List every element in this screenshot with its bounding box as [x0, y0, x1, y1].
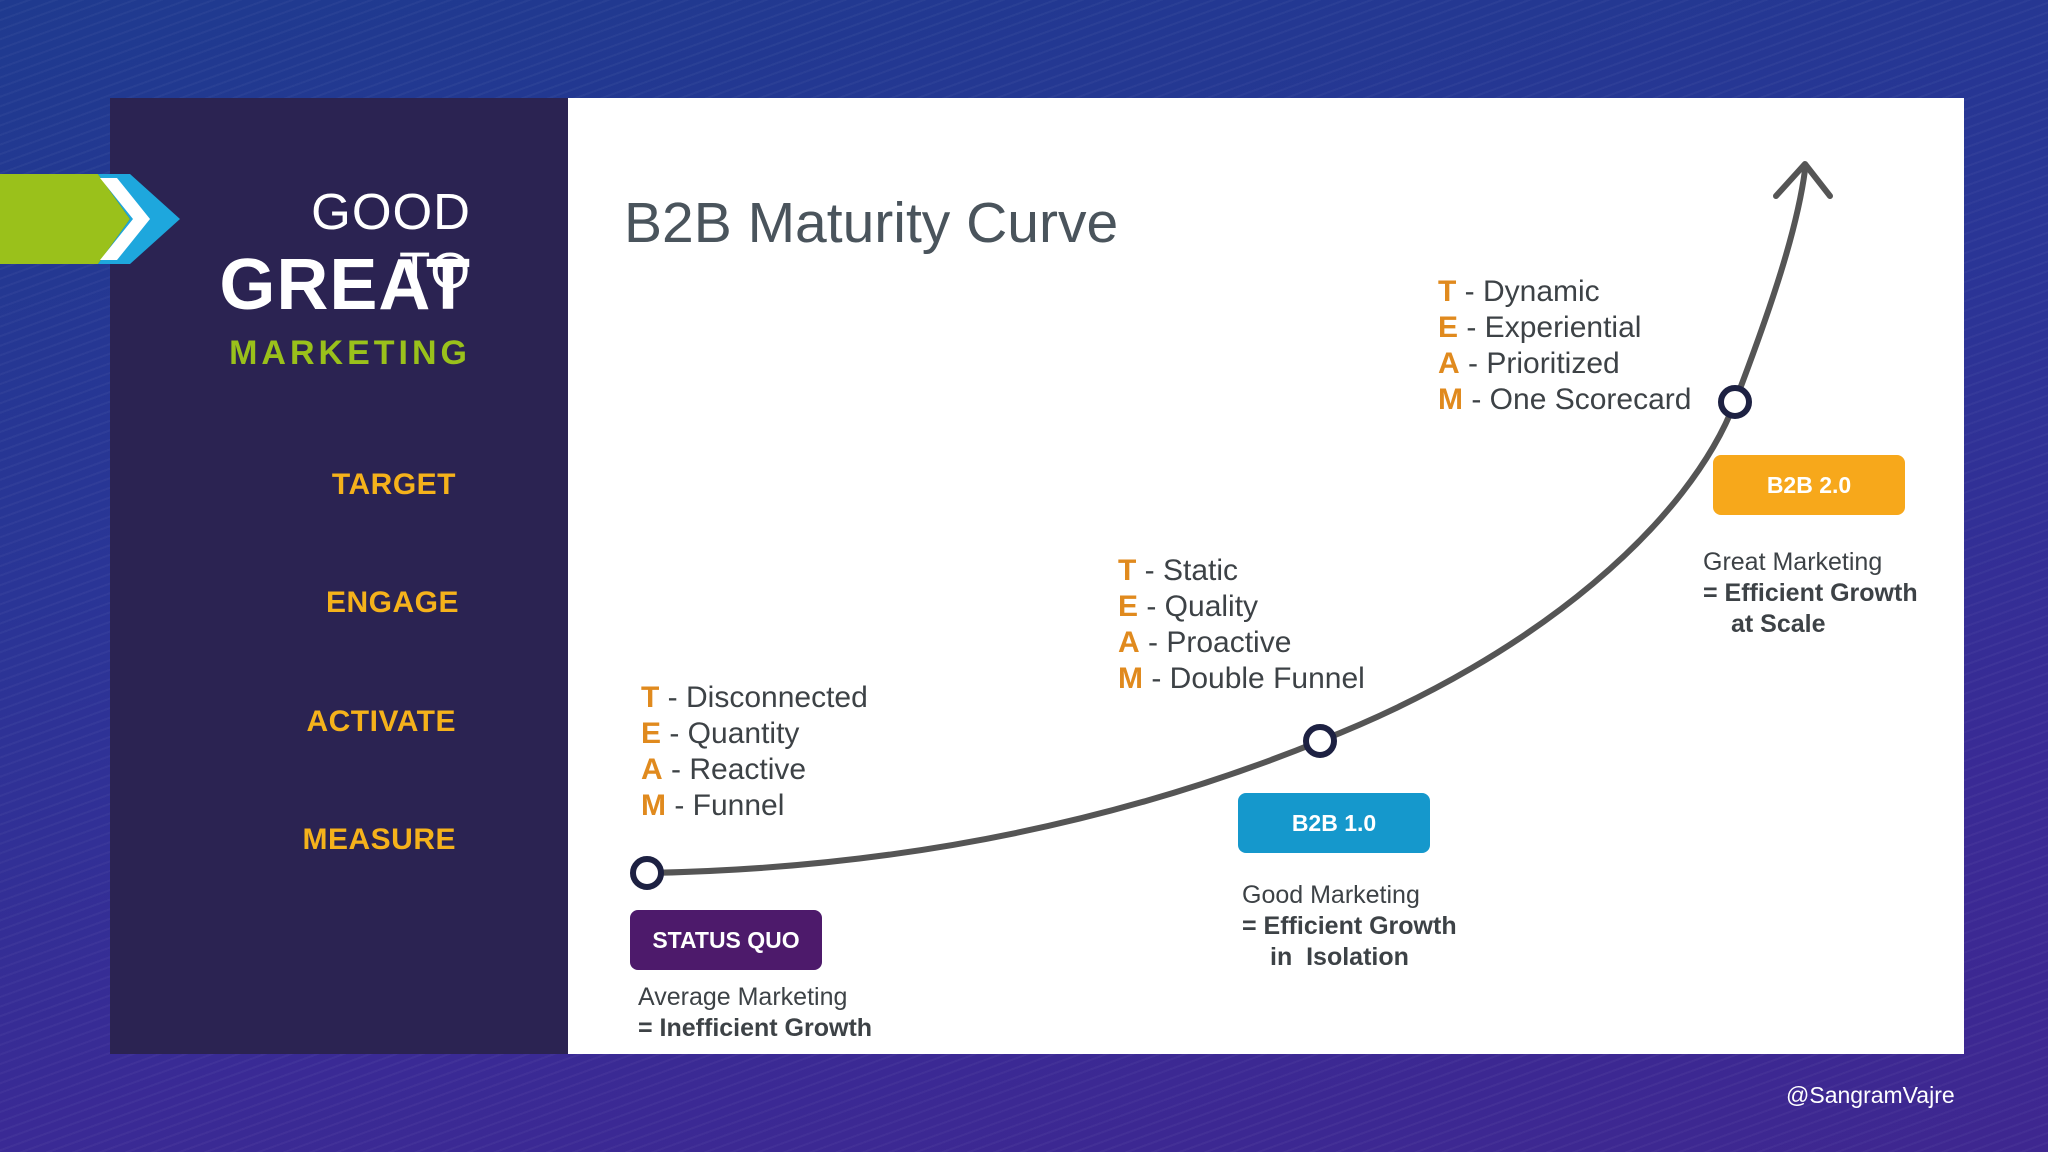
brand-line-good-to: GOOD TO [311, 183, 471, 299]
diagram-panel [568, 98, 1964, 1054]
chevron-arrow-icon [0, 174, 180, 264]
team-list-status-quo: T - Disconnected E - Quantity A - Reacti… [641, 680, 868, 824]
team-line: M - One Scorecard [1438, 383, 1692, 416]
badge-b2b-2: B2B 2.0 [1713, 455, 1905, 515]
curve-arrowhead [1773, 161, 1833, 199]
node-b2b-1 [1303, 724, 1337, 758]
node-status-quo [630, 856, 664, 890]
badge-b2b-1: B2B 1.0 [1238, 793, 1430, 853]
team-line: T - Disconnected [641, 681, 868, 714]
desc-line: Average Marketing [638, 983, 848, 1011]
team-line: E - Quantity [641, 717, 800, 750]
node-b2b-2 [1718, 385, 1752, 419]
curve-line [644, 167, 1808, 876]
team-line: T - Static [1118, 554, 1239, 587]
nav-item-measure: MEASURE [302, 823, 456, 856]
sidebar [110, 98, 568, 1054]
author-handle: @SangramVajre [1786, 1082, 1955, 1108]
team-line: E - Experiential [1438, 311, 1642, 344]
nav-item-target: TARGET [331, 468, 456, 501]
nav-item-engage: ENGAGE [325, 586, 459, 619]
team-line: T - Dynamic [1438, 275, 1600, 308]
desc-line-bold: in Isolation [1270, 943, 1409, 971]
team-line: A - Reactive [641, 753, 807, 786]
brand-line-great: GREAT [219, 245, 471, 325]
nav-item-activate: ACTIVATE [306, 705, 456, 738]
team-line: E - Quality [1118, 590, 1259, 623]
team-line: M - Double Funnel [1118, 662, 1365, 695]
desc-line-bold: = Efficient Growth [1242, 912, 1457, 940]
team-list-b2b-2: T - Dynamic E - Experiential A - Priorit… [1438, 274, 1691, 418]
desc-b2b-1: Good Marketing = Efficient Growth in Iso… [1242, 880, 1457, 973]
desc-line-bold: = Efficient Growth [1703, 579, 1918, 607]
team-line: M - Funnel [641, 789, 785, 822]
badge-status-quo: STATUS QUO [630, 910, 822, 970]
desc-line-bold: = Inefficient Growth [638, 1014, 873, 1042]
team-list-b2b-1: T - Static E - Quality A - Proactive M -… [1118, 553, 1365, 697]
diagram-title: B2B Maturity Curve [624, 191, 1119, 255]
desc-line-bold: at Scale [1731, 610, 1826, 638]
desc-status-quo: Average Marketing = Inefficient Growth [638, 982, 872, 1044]
desc-b2b-2: Great Marketing = Efficient Growth at Sc… [1703, 547, 1918, 640]
team-line: A - Prioritized [1438, 347, 1620, 380]
desc-line: Great Marketing [1703, 548, 1883, 576]
desc-line: Good Marketing [1242, 881, 1420, 909]
team-line: A - Proactive [1118, 626, 1292, 659]
brand-line-marketing: MARKETING [229, 334, 471, 372]
